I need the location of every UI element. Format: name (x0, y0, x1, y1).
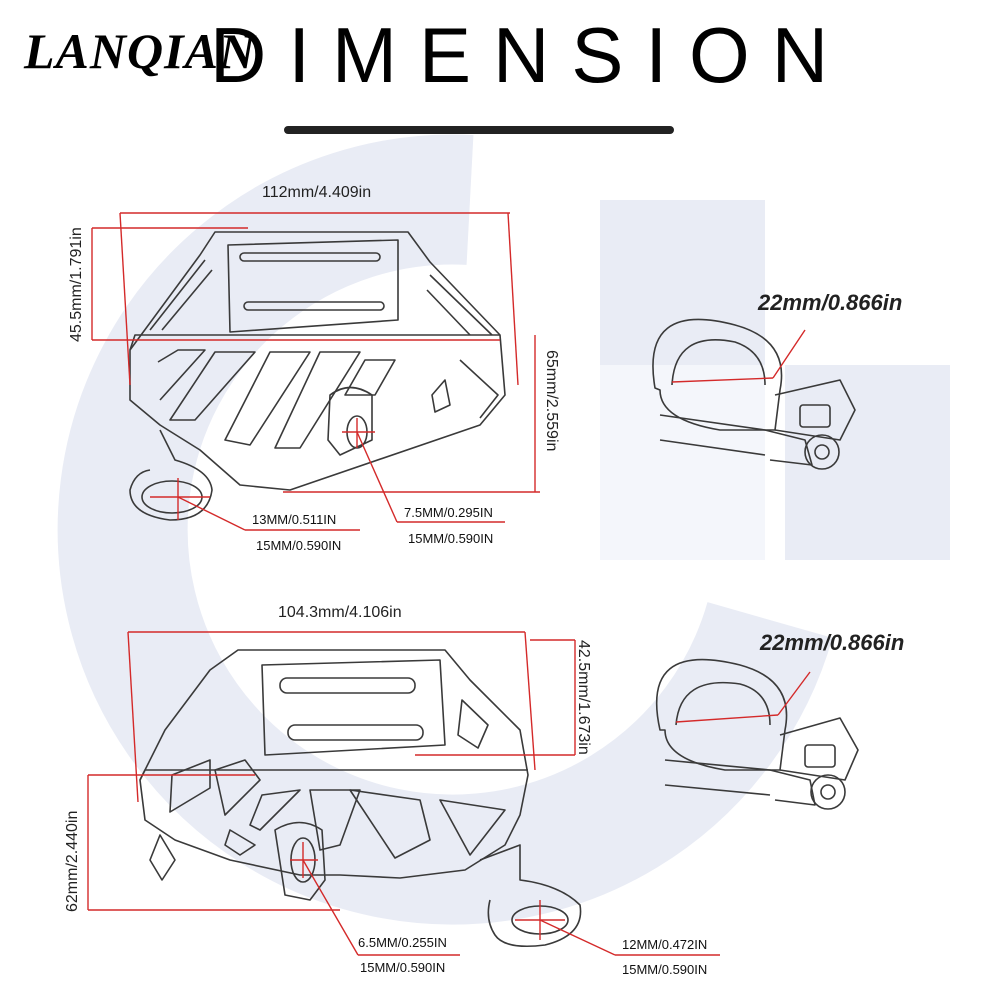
top-mount-hole-inner-label: 15MM/0.590IN (256, 538, 342, 553)
top-guard-drawing (129, 231, 506, 521)
top-slot-inner-label: 15MM/0.590IN (408, 531, 494, 546)
top-clamp-label: 22mm/0.866in (758, 290, 903, 315)
top-mount-hole-outer-label: 13MM/0.511IN (252, 512, 337, 527)
bottom-clamp-label: 22mm/0.866in (760, 630, 905, 655)
top-height-left-label: 45.5mm/1.791in (68, 227, 85, 342)
bottom-slot-inner-label: 15MM/0.590IN (360, 960, 446, 975)
page-title: DIMENSION (210, 11, 851, 99)
bottom-height-right-label: 42.5mm/1.673in (575, 640, 592, 755)
dimension-lines (87, 212, 811, 956)
top-width-label: 112mm/4.409in (262, 184, 372, 201)
bottom-slot-outer-label: 6.5MM/0.255IN (358, 935, 447, 950)
top-clamp-drawing (652, 318, 856, 470)
top-height-right-label: 65mm/2.559in (543, 350, 560, 452)
bottom-clamp-drawing (655, 658, 859, 810)
bottom-mount-hole-outer-label: 12MM/0.472IN (622, 937, 708, 952)
top-slot-outer-label: 7.5MM/0.295IN (404, 505, 493, 520)
title-underline (284, 126, 674, 134)
bottom-width-label: 104.3mm/4.106in (278, 604, 402, 621)
bottom-guard-drawing (139, 649, 582, 948)
bottom-mount-hole-inner-label: 15MM/0.590IN (622, 962, 708, 977)
brand-logo: LANQIAN (24, 23, 257, 79)
bottom-height-left-label: 62mm/2.440in (64, 810, 81, 912)
